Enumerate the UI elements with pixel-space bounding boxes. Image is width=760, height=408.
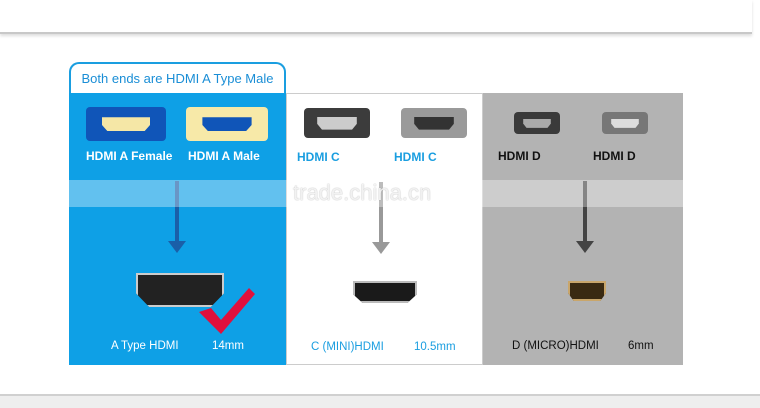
size-c-label: 10.5mm <box>414 341 456 353</box>
hdmi-d-icon <box>602 112 648 134</box>
panel-hdmi-c: HDMI C HDMI C C (MINI)HDMI 10.5mm <box>286 93 483 365</box>
type-a-label: A Type HDMI <box>111 340 179 352</box>
label-d-left: HDMI D <box>498 149 541 163</box>
hdmi-d-port-icon <box>568 281 606 301</box>
hdmi-c-icon <box>304 108 370 138</box>
hdmi-c-port-icon <box>353 281 417 303</box>
label-a-male: HDMI A Male <box>188 149 260 163</box>
size-d-label: 6mm <box>628 340 654 352</box>
checkmark-icon <box>199 288 255 334</box>
type-c-label: C (MINI)HDMI <box>311 341 384 353</box>
panel-hdmi-a: HDMI A Female HDMI A Male A Type HDMI 14… <box>69 93 286 365</box>
label-d-right: HDMI D <box>593 149 636 163</box>
size-a-label: 14mm <box>212 340 244 352</box>
label-a-female: HDMI A Female <box>86 149 173 163</box>
type-d-label: D (MICRO)HDMI <box>512 340 599 352</box>
bottom-divider <box>0 394 760 408</box>
hdmi-c-icon <box>401 108 467 138</box>
arrow-down-icon <box>372 182 390 254</box>
panel-hdmi-d: HDMI D HDMI D D (MICRO)HDMI 6mm <box>483 93 683 365</box>
watermark-band <box>0 180 760 207</box>
arrow-down-icon <box>168 181 186 253</box>
watermark: trade.china.cn <box>293 180 432 205</box>
label-c-right: HDMI C <box>394 150 437 164</box>
top-divider <box>0 0 752 34</box>
hdmi-d-icon <box>514 112 560 134</box>
header-tab: Both ends are HDMI A Type Male <box>69 62 286 94</box>
hdmi-a-port-icon <box>136 273 224 307</box>
hdmi-a-male-icon <box>186 107 268 141</box>
hdmi-a-female-icon <box>86 107 166 141</box>
label-c-left: HDMI C <box>297 150 340 164</box>
arrow-down-icon <box>576 181 594 253</box>
